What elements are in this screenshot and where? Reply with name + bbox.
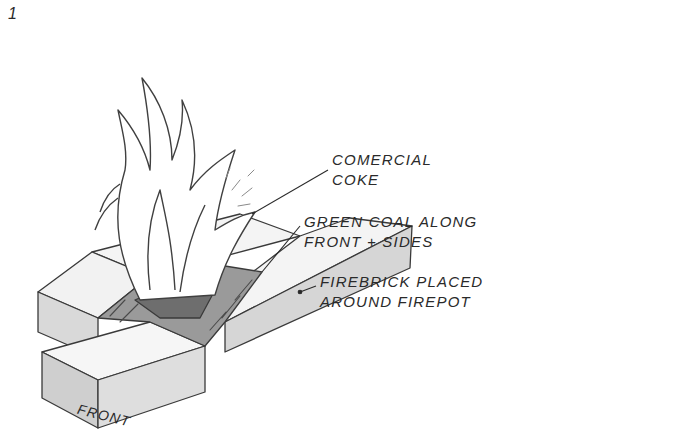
leader-line bbox=[262, 226, 300, 272]
inner-flame bbox=[148, 190, 175, 290]
callout-label: FIREBRICK PLACED AROUND FIREPOT bbox=[320, 272, 508, 311]
main-flame bbox=[118, 78, 255, 300]
leader-lines bbox=[252, 170, 328, 294]
callout-label: GREEN COAL ALONG FRONT + SIDES bbox=[304, 212, 492, 251]
leader-dot bbox=[298, 290, 302, 294]
inner-flame bbox=[180, 205, 205, 292]
flames bbox=[95, 78, 255, 300]
leader-line bbox=[252, 170, 328, 214]
flame-lick bbox=[95, 184, 120, 230]
figure-number: 1 bbox=[8, 4, 38, 25]
callout-label: COMERCIAL COKE bbox=[332, 150, 440, 189]
sparks bbox=[226, 168, 254, 206]
leader-line bbox=[300, 286, 316, 292]
